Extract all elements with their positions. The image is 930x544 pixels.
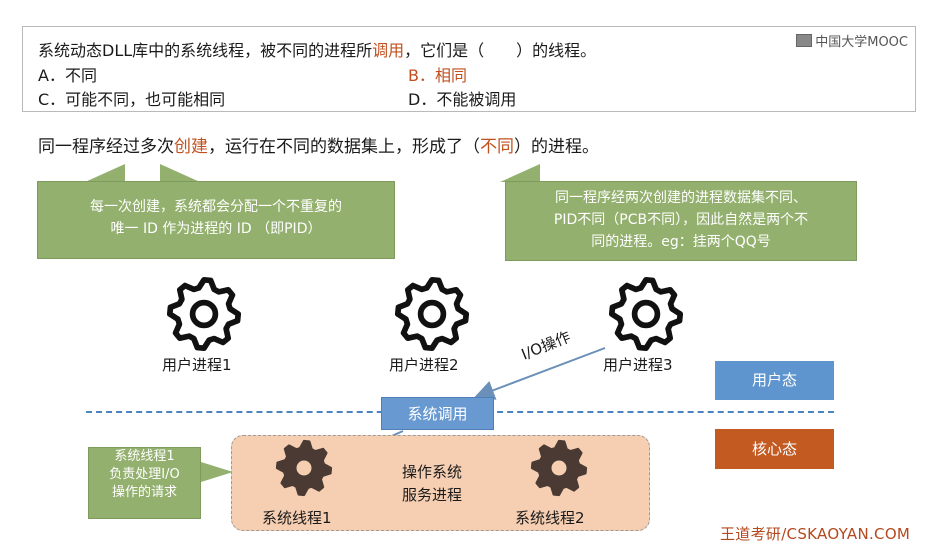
user-process-3-label: 用户进程3	[603, 356, 673, 374]
watermark: 中国大学MOOC	[796, 31, 908, 50]
system-call-box: 系统调用	[381, 397, 494, 430]
system-thread-2-gear-icon	[530, 439, 588, 497]
statement: 同一程序经过多次创建，运行在不同的数据集上，形成了（不同）的进程。	[38, 132, 599, 157]
question-box: 系统动态DLL库中的系统线程，被不同的进程所调用，它们是（ ）的线程。 A．不同…	[22, 26, 916, 112]
callout-dataset-line-3: 同的进程。eg：挂两个QQ号	[591, 234, 771, 250]
statement-text-3: ）的进程。	[514, 137, 599, 157]
statement-highlight-1: 创建	[174, 137, 208, 157]
user-process-3-gear-icon	[608, 276, 684, 352]
user-process-2-label: 用户进程2	[389, 356, 459, 374]
option-a: A．不同	[38, 66, 97, 85]
question-stem: 系统动态DLL库中的系统线程，被不同的进程所调用，它们是（ ）的线程。	[38, 37, 596, 61]
callout-thread: 系统线程1 负责处理I/O 操作的请求	[88, 447, 201, 519]
mooc-logo-icon	[796, 34, 813, 47]
system-thread-1-gear-icon	[275, 439, 333, 497]
user-process-1-label: 用户进程1	[162, 356, 232, 374]
option-c: C．可能不同，也可能相同	[38, 90, 226, 109]
footer-brand: 王道考研/CSKAOYAN.COM	[720, 525, 911, 543]
watermark-text: 中国大学MOOC	[815, 35, 908, 50]
callout-thread-line-2: 负责处理I/O	[109, 467, 180, 482]
callout-dataset-line-1: 同一程序经两次创建的进程数据集不同、	[555, 190, 807, 206]
os-service-label: 操作系统 服务进程	[402, 461, 462, 507]
option-b: B．相同	[408, 66, 467, 85]
question-stem-text: 系统动态DLL库中的系统线程，被不同的进程所	[38, 41, 373, 60]
user-mode-label: 用户态	[715, 361, 834, 400]
callout-left-tail-2	[160, 164, 200, 182]
statement-text-1: 同一程序经过多次	[38, 137, 174, 157]
callout-pid-line-2: 唯一 ID 作为进程的 ID （即PID）	[110, 221, 322, 237]
callout-pid: 每一次创建，系统都会分配一个不重复的 唯一 ID 作为进程的 ID （即PID）	[37, 181, 395, 259]
option-d: D．不能被调用	[408, 90, 517, 109]
callout-thread-tail	[201, 462, 233, 482]
user-process-1-gear-icon	[166, 276, 242, 352]
system-thread-1-label: 系统线程1	[262, 509, 332, 527]
callout-dataset: 同一程序经两次创建的进程数据集不同、 PID不同（PCB不同），因此自然是两个不…	[505, 181, 857, 261]
callout-thread-line-3: 操作的请求	[111, 485, 177, 500]
user-process-2-gear-icon	[394, 276, 470, 352]
callout-left-tail	[85, 164, 125, 182]
kernel-mode-label: 核心态	[715, 429, 834, 469]
callout-pid-line-1: 每一次创建，系统都会分配一个不重复的	[90, 199, 342, 215]
statement-text-2: ，运行在不同的数据集上，形成了（	[208, 137, 480, 157]
os-service-line-1: 操作系统	[402, 463, 463, 481]
io-arrow	[474, 347, 606, 400]
callout-right-tail	[500, 164, 540, 182]
callout-thread-line-1: 系统线程1	[114, 449, 175, 464]
question-stem-end: ，它们是（ ）的线程。	[404, 41, 597, 60]
statement-highlight-2: 不同	[480, 137, 514, 157]
question-highlight: 调用	[372, 41, 405, 60]
os-service-line-2: 服务进程	[402, 486, 463, 504]
system-thread-2-label: 系统线程2	[515, 509, 585, 527]
callout-dataset-line-2: PID不同（PCB不同），因此自然是两个不	[553, 212, 809, 228]
